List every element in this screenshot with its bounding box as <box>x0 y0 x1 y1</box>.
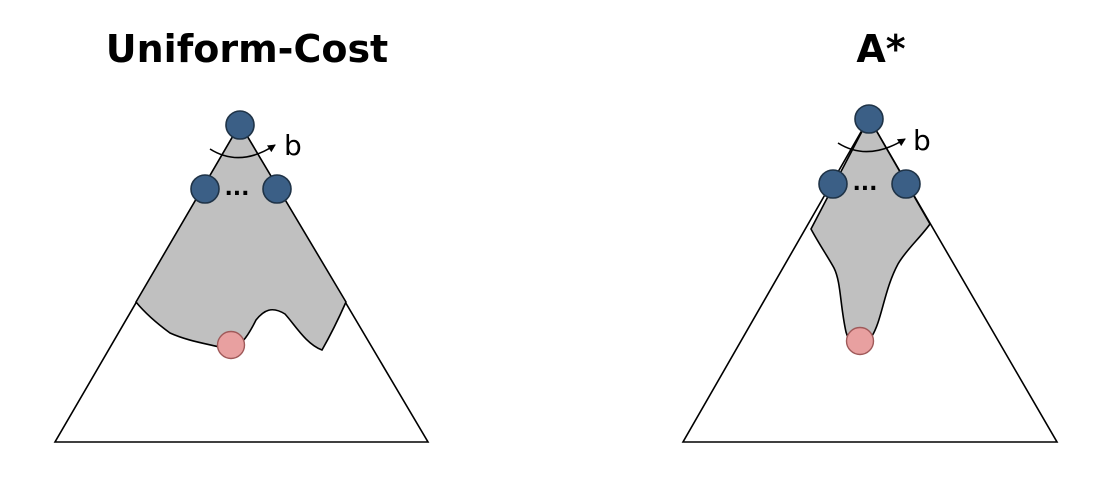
branching-factor-label: b <box>913 124 931 157</box>
branching-arrow <box>837 138 906 153</box>
goal-node <box>845 326 875 356</box>
branching-factor-label: b <box>284 129 302 162</box>
child-node-right <box>262 174 292 204</box>
panel-uniform-cost: Uniform-Cost b ... <box>53 27 430 443</box>
child-node-right <box>891 169 921 199</box>
child-node-left <box>818 169 848 199</box>
panel-title: A* <box>856 27 905 71</box>
more-children-ellipsis: ... <box>224 176 249 201</box>
root-node <box>225 110 255 140</box>
panel-title: Uniform-Cost <box>106 27 388 71</box>
root-node <box>854 104 884 134</box>
more-children-ellipsis: ... <box>852 171 877 196</box>
explored-region <box>135 122 347 351</box>
child-node-left <box>190 174 220 204</box>
goal-node <box>216 330 246 360</box>
panel-a-star: A* b ... <box>681 27 1059 443</box>
branching-arrow <box>209 144 276 159</box>
